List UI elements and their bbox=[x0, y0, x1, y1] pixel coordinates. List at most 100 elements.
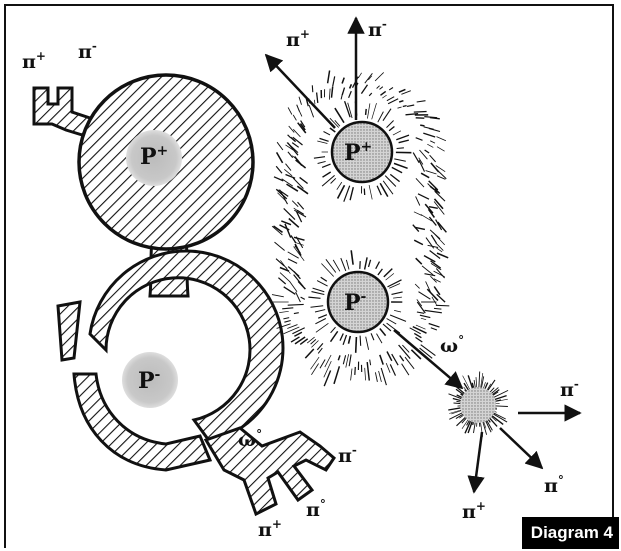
field-line-stroke bbox=[377, 334, 383, 344]
field-line-stroke bbox=[316, 323, 329, 332]
field-line-stroke bbox=[292, 328, 304, 334]
field-line-stroke bbox=[297, 105, 300, 112]
field-line-stroke bbox=[298, 281, 305, 289]
field-line-stroke bbox=[328, 71, 330, 84]
field-line-stroke bbox=[369, 93, 372, 96]
field-line-stroke bbox=[346, 260, 349, 270]
left-bottom-pi-minus-label: π- bbox=[338, 443, 357, 467]
field-line-stroke bbox=[356, 337, 357, 353]
right-pi-plus-decay-arrow bbox=[474, 432, 482, 492]
field-line-stroke bbox=[343, 335, 346, 345]
field-line-stroke bbox=[284, 327, 300, 334]
field-line-stroke bbox=[425, 204, 433, 213]
field-line-stroke bbox=[399, 89, 406, 92]
field-line-stroke bbox=[300, 177, 308, 183]
field-line-stroke bbox=[417, 312, 424, 313]
field-line-stroke bbox=[293, 129, 300, 137]
left-bottom-pi-zero-label: π° bbox=[306, 497, 326, 521]
field-line-stroke bbox=[433, 232, 445, 245]
field-line-stroke bbox=[430, 155, 436, 162]
omega-decay-core bbox=[460, 387, 496, 423]
field-line-stroke bbox=[366, 109, 367, 115]
field-line-stroke bbox=[437, 137, 446, 141]
field-line-stroke bbox=[429, 217, 436, 226]
field-line-stroke bbox=[438, 222, 447, 232]
field-line-stroke bbox=[416, 337, 423, 342]
field-line-stroke bbox=[346, 354, 349, 367]
field-line-stroke bbox=[335, 120, 340, 126]
field-line-stroke bbox=[311, 364, 318, 375]
field-line-stroke bbox=[281, 221, 291, 225]
field-line-stroke bbox=[288, 304, 304, 305]
field-line-stroke bbox=[387, 323, 400, 333]
field-line-stroke bbox=[381, 368, 386, 385]
field-line-stroke bbox=[308, 297, 320, 298]
field-line-stroke bbox=[397, 148, 404, 149]
field-line-stroke bbox=[333, 76, 335, 86]
field-line-stroke bbox=[369, 260, 371, 267]
field-line-stroke bbox=[314, 157, 325, 159]
field-line-stroke bbox=[375, 372, 377, 382]
field-line-stroke bbox=[387, 97, 394, 101]
left-bottom-pi-plus-label: π+ bbox=[258, 517, 282, 541]
right-pi-zero-decay-label: π° bbox=[544, 473, 564, 497]
field-line-stroke bbox=[380, 329, 386, 336]
field-line-stroke bbox=[351, 369, 352, 381]
field-line-stroke bbox=[312, 292, 325, 295]
field-line-stroke bbox=[418, 194, 429, 199]
field-line-stroke bbox=[437, 147, 445, 152]
field-line-stroke bbox=[342, 78, 344, 84]
field-line-stroke bbox=[376, 262, 380, 269]
field-line-stroke bbox=[378, 269, 383, 275]
field-line-stroke bbox=[284, 287, 296, 295]
field-line-stroke bbox=[350, 187, 353, 200]
field-line-stroke bbox=[425, 274, 436, 276]
left-broken-fragment bbox=[58, 302, 80, 360]
field-line-stroke bbox=[393, 131, 401, 135]
field-line-stroke bbox=[407, 105, 414, 106]
field-line-stroke bbox=[284, 208, 295, 219]
field-line-stroke bbox=[392, 292, 403, 295]
left-top-pi-minus-label: π- bbox=[78, 39, 97, 63]
field-line-stroke bbox=[416, 258, 422, 264]
field-line-stroke bbox=[434, 287, 440, 295]
field-line-stroke bbox=[294, 313, 299, 314]
field-line-stroke bbox=[389, 284, 400, 289]
field-line-stroke bbox=[283, 318, 289, 319]
field-line-stroke bbox=[311, 306, 324, 307]
field-line-stroke bbox=[330, 128, 335, 132]
field-line-stroke bbox=[425, 150, 430, 153]
field-line-stroke bbox=[349, 355, 351, 367]
field-line-stroke bbox=[277, 152, 283, 163]
field-line-stroke bbox=[402, 364, 409, 375]
field-line-stroke bbox=[340, 334, 343, 341]
field-line-stroke bbox=[414, 112, 427, 113]
field-line-stroke bbox=[288, 135, 291, 138]
field-line-stroke bbox=[349, 91, 352, 98]
field-line-stroke bbox=[365, 73, 373, 83]
field-line-stroke bbox=[324, 361, 332, 377]
field-line-stroke bbox=[344, 186, 350, 202]
field-line-stroke bbox=[381, 91, 386, 95]
field-line-stroke bbox=[294, 332, 302, 336]
field-line-stroke bbox=[410, 328, 421, 334]
field-line-stroke bbox=[420, 315, 430, 317]
field-line-stroke bbox=[292, 143, 299, 148]
field-line-stroke bbox=[318, 161, 326, 163]
field-line-stroke bbox=[311, 357, 320, 369]
field-line-stroke bbox=[341, 258, 346, 271]
field-line-stroke bbox=[285, 224, 291, 238]
field-line-stroke bbox=[361, 85, 367, 94]
field-line-stroke bbox=[387, 319, 397, 325]
field-line-stroke bbox=[421, 173, 429, 178]
field-line-stroke bbox=[360, 336, 361, 346]
left-antiproton-ring bbox=[90, 251, 283, 442]
field-line-stroke bbox=[426, 171, 437, 174]
field-line-stroke bbox=[294, 210, 306, 217]
field-line-stroke bbox=[296, 160, 306, 168]
left-hadron-figure: P+ P- π+ π- ω° π- π° π+ bbox=[22, 39, 357, 541]
field-line-stroke bbox=[366, 337, 369, 350]
field-line-stroke bbox=[377, 86, 380, 89]
field-line-stroke bbox=[415, 284, 420, 288]
field-line-stroke bbox=[311, 341, 318, 348]
